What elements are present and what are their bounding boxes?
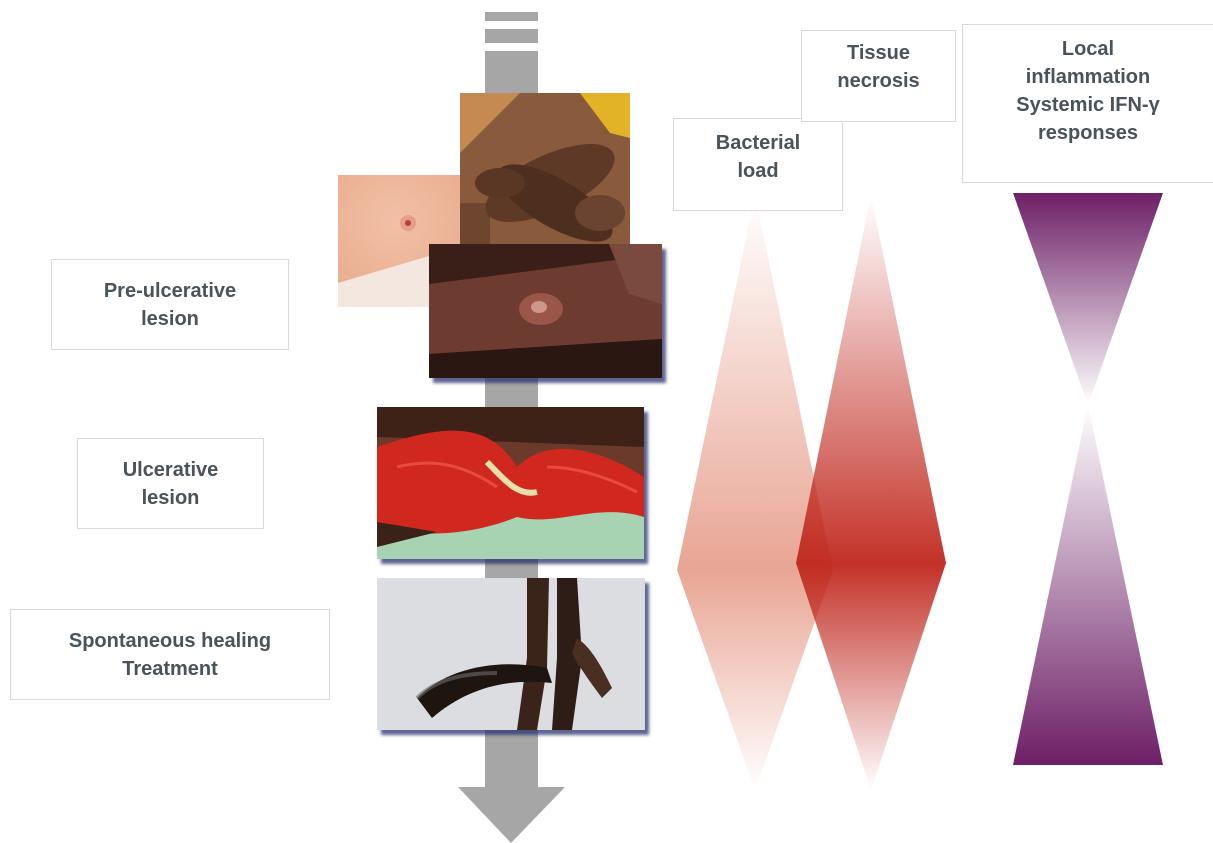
- label-line: inflammation: [1026, 63, 1150, 91]
- label-line: Local: [1062, 35, 1114, 63]
- bacterial-load-label: Bacterial load: [673, 118, 843, 211]
- label-line: load: [737, 157, 778, 185]
- bacterial-load-diamond: [677, 195, 833, 790]
- label-line: Ulcerative: [123, 456, 219, 484]
- inflammation-hourglass: [1013, 193, 1163, 765]
- label-line: Tissue: [847, 39, 910, 67]
- healing-scar-photo: [377, 578, 645, 730]
- label-line: Bacterial: [716, 129, 801, 157]
- label-line: Pre-ulcerative: [104, 277, 236, 305]
- inflammation-ifn-gamma-label: Local inflammation Systemic IFN-γ respon…: [962, 24, 1213, 183]
- tissue-necrosis-label: Tissue necrosis: [801, 30, 956, 122]
- arrow-dash-2: [485, 29, 538, 43]
- label-line: responses: [1038, 119, 1138, 147]
- arrow-head: [458, 787, 565, 843]
- label-line: lesion: [141, 305, 199, 333]
- ulcer-photo: [377, 407, 644, 559]
- label-line: lesion: [142, 484, 200, 512]
- label-line: Systemic IFN-γ: [1016, 91, 1159, 119]
- tissue-necrosis-diamond: [796, 195, 946, 790]
- label-line: necrosis: [837, 67, 919, 95]
- arrow-dash-1: [485, 12, 538, 21]
- nodule-photo: [429, 244, 662, 378]
- ulcerative-lesion-label: Ulcerative lesion: [77, 438, 264, 529]
- pre-ulcerative-lesion-label: Pre-ulcerative lesion: [51, 259, 289, 350]
- label-line: Spontaneous healing: [69, 627, 271, 655]
- healing-treatment-label: Spontaneous healing Treatment: [10, 609, 330, 700]
- edema-hands-photo: [460, 93, 630, 260]
- label-line: Treatment: [122, 655, 218, 683]
